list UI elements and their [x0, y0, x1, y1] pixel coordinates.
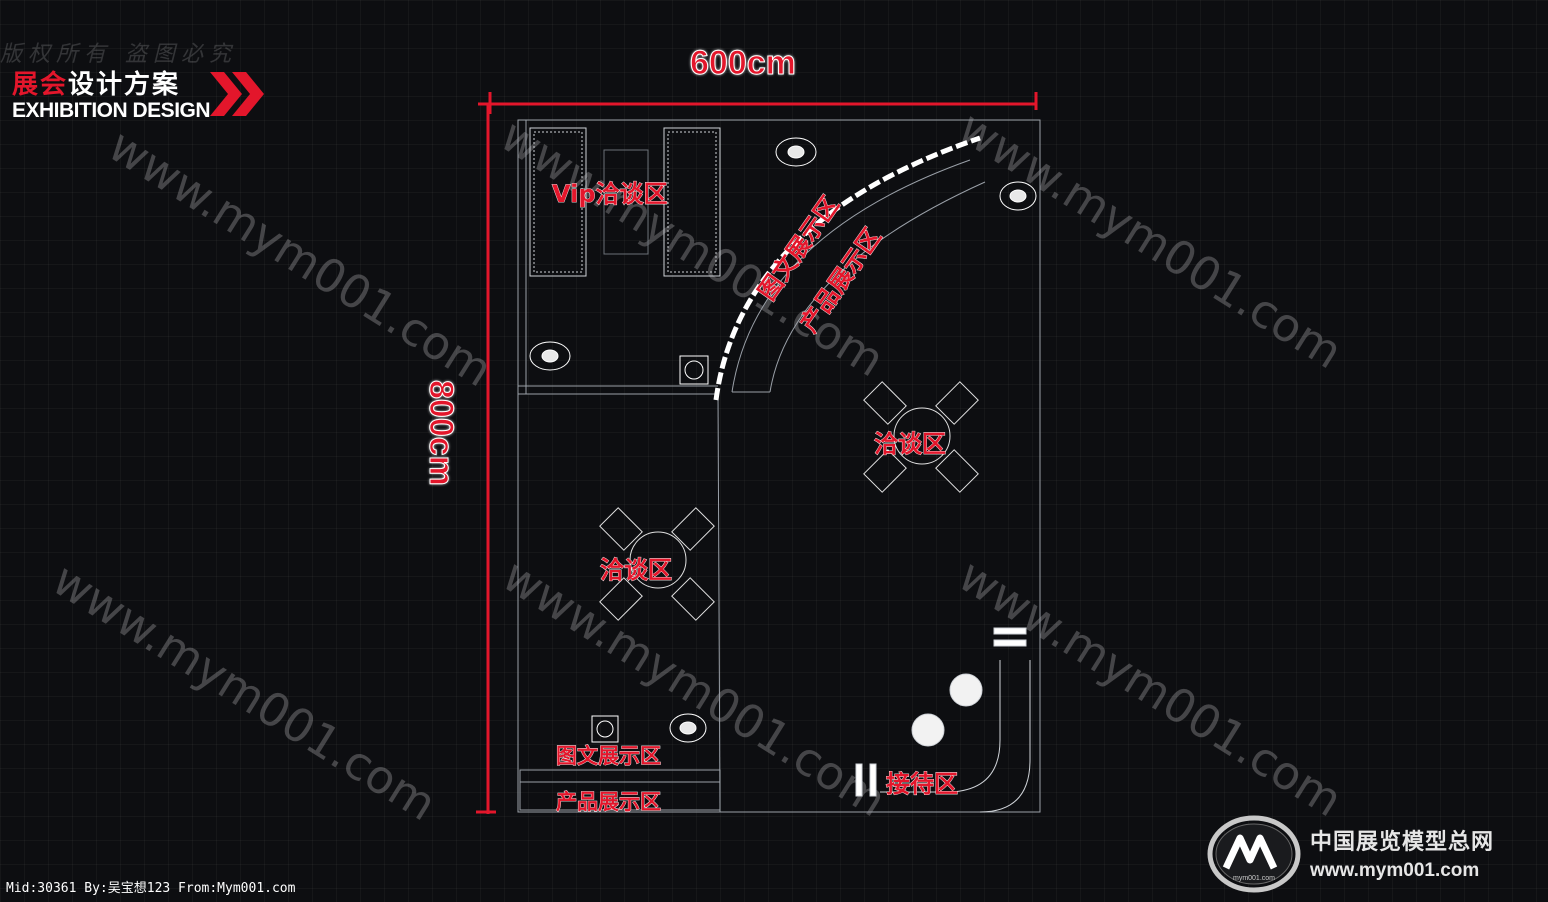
dimension-lines	[476, 92, 1038, 814]
logo-title-red: 展会	[12, 70, 69, 100]
logo-title: 展会设计方案	[12, 64, 210, 101]
footer-meta: Mid:30361 By:吴宝想123 From:Mym001.com	[6, 881, 296, 896]
zone-label-negotiation-left: 洽谈区	[600, 556, 673, 585]
height-dimension: 800cm	[422, 380, 461, 487]
curved-display-wall	[713, 135, 986, 401]
zone-label-reception: 接待区	[886, 770, 959, 799]
brand-url: www.mym001.com	[1310, 860, 1480, 881]
speaker-icons	[591, 355, 709, 743]
reception-counter	[855, 627, 1031, 813]
plant-icons	[529, 137, 1037, 743]
logo-small-text: mym001.com	[1233, 875, 1275, 882]
width-dimension: 600cm	[690, 44, 797, 83]
mym001-logo: mym001.com	[1207, 815, 1301, 893]
copyright-mark: 版权所有 盗图必究	[0, 42, 237, 67]
booth-outline	[517, 119, 1041, 813]
logo-title-white: 设计方案	[68, 70, 181, 100]
exhibition-design-logo: 展会设计方案 EXHIBITION DESIGN	[12, 64, 211, 123]
zone-label-bottom-graphic: 图文展示区	[556, 744, 662, 769]
logo-subtitle: EXHIBITION DESIGN	[12, 99, 211, 122]
zone-label-negotiation-right: 洽谈区	[874, 430, 947, 459]
chevron-right-icon	[210, 72, 264, 116]
bottom-display-counters	[519, 769, 721, 811]
brand-name: 中国展览模型总网	[1310, 830, 1495, 855]
vip-sofas	[529, 127, 721, 277]
zone-label-vip: Vip洽谈区	[552, 180, 668, 209]
table-sets	[599, 381, 979, 621]
zone-label-bottom-product: 产品展示区	[556, 790, 662, 815]
